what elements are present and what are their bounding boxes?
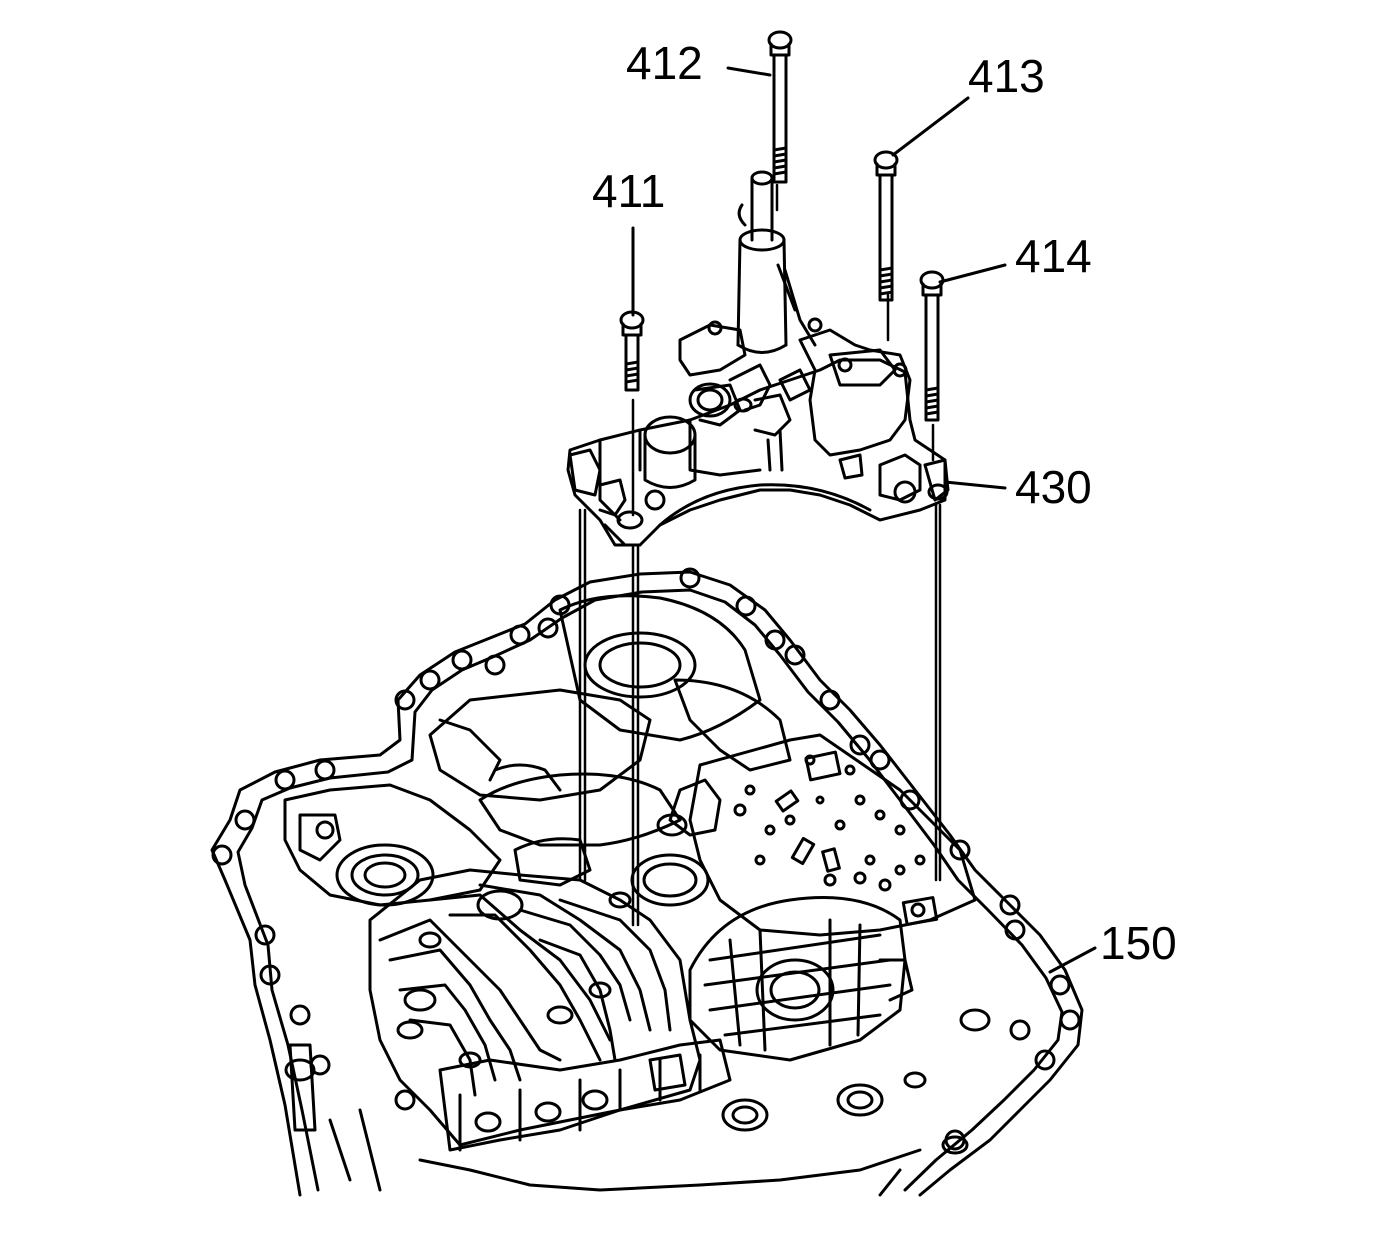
callout-150: 150 [1100, 917, 1177, 969]
callout-412: 412 [626, 37, 703, 89]
callout-414: 414 [1015, 230, 1092, 282]
bolt-413 [873, 150, 899, 302]
bolt-411 [619, 310, 645, 392]
bolt-412 [767, 30, 793, 184]
callout-411: 411 [592, 165, 666, 217]
bolt-414 [919, 270, 945, 422]
callout-413: 413 [968, 50, 1045, 102]
leader-lines [631, 66, 1097, 974]
transmission-case-150 [210, 567, 1084, 1197]
guide-lines [578, 183, 942, 927]
housing-430 [566, 170, 950, 547]
callout-430: 430 [1015, 461, 1092, 513]
